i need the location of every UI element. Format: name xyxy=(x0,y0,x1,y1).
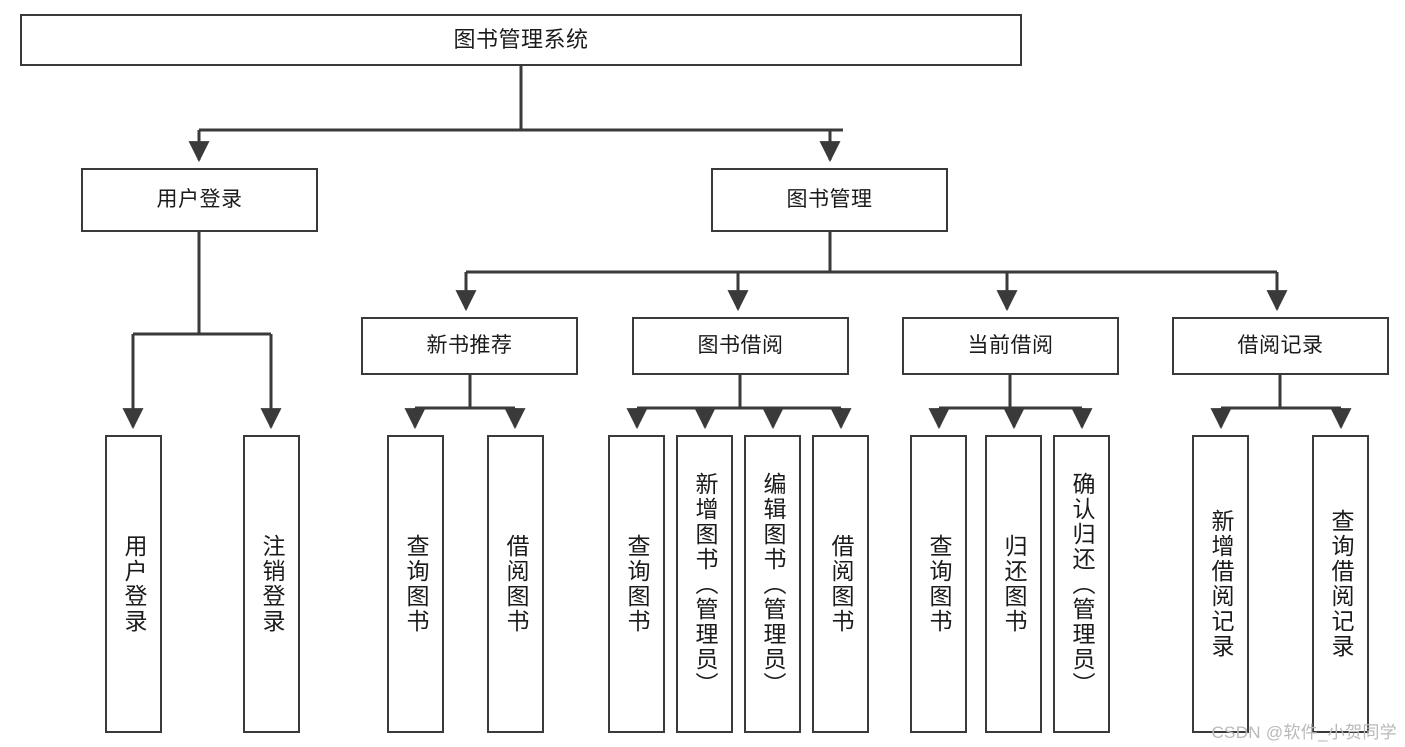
node-leaf-borrow-book-1-label: 借阅图书 xyxy=(503,534,529,634)
node-leaf-query-record[interactable]: 查询借阅记录 xyxy=(1312,435,1369,733)
node-leaf-add-record-label: 新增借阅记录 xyxy=(1208,509,1234,659)
node-book-manage-label: 图书管理 xyxy=(786,188,873,212)
node-borrow-record-label: 借阅记录 xyxy=(1237,334,1324,358)
node-leaf-user-login[interactable]: 用户登录 xyxy=(105,435,162,733)
node-new-book-recommend[interactable]: 新书推荐 xyxy=(361,317,578,375)
csdn-watermark: CSDN @软件_小贺同学 xyxy=(1211,723,1397,742)
node-borrow-record[interactable]: 借阅记录 xyxy=(1172,317,1389,375)
node-leaf-logout[interactable]: 注销登录 xyxy=(243,435,300,733)
node-leaf-query-book-1[interactable]: 查询图书 xyxy=(387,435,444,733)
node-book-borrow-label: 图书借阅 xyxy=(697,334,784,358)
node-current-borrow-label: 当前借阅 xyxy=(967,334,1054,358)
node-leaf-query-book-2[interactable]: 查询图书 xyxy=(608,435,665,733)
node-leaf-borrow-book-1[interactable]: 借阅图书 xyxy=(487,435,544,733)
node-leaf-return-book-label: 归还图书 xyxy=(1001,534,1027,634)
node-leaf-query-book-2-label: 查询图书 xyxy=(624,534,650,634)
node-leaf-add-record[interactable]: 新增借阅记录 xyxy=(1192,435,1249,733)
node-book-borrow[interactable]: 图书借阅 xyxy=(632,317,849,375)
node-user-login-label: 用户登录 xyxy=(156,188,243,212)
node-root[interactable]: 图书管理系统 xyxy=(20,14,1022,66)
node-leaf-add-book-label: 新增图书（管理员） xyxy=(692,471,718,697)
node-leaf-edit-book[interactable]: 编辑图书（管理员） xyxy=(744,435,801,733)
node-current-borrow[interactable]: 当前借阅 xyxy=(902,317,1119,375)
node-book-manage[interactable]: 图书管理 xyxy=(711,168,948,232)
node-leaf-add-book[interactable]: 新增图书（管理员） xyxy=(676,435,733,733)
node-new-book-recommend-label: 新书推荐 xyxy=(426,334,513,358)
node-user-login[interactable]: 用户登录 xyxy=(81,168,318,232)
node-leaf-confirm-return[interactable]: 确认归还（管理员） xyxy=(1053,435,1110,733)
node-leaf-query-book-3-label: 查询图书 xyxy=(926,534,952,634)
node-leaf-user-login-label: 用户登录 xyxy=(121,534,147,634)
node-leaf-logout-label: 注销登录 xyxy=(259,534,285,634)
node-leaf-return-book[interactable]: 归还图书 xyxy=(985,435,1042,733)
node-leaf-query-book-1-label: 查询图书 xyxy=(403,534,429,634)
node-leaf-edit-book-label: 编辑图书（管理员） xyxy=(760,471,786,697)
node-leaf-query-book-3[interactable]: 查询图书 xyxy=(910,435,967,733)
node-root-label: 图书管理系统 xyxy=(453,26,589,52)
node-leaf-confirm-return-label: 确认归还（管理员） xyxy=(1069,471,1095,697)
node-leaf-borrow-book-2[interactable]: 借阅图书 xyxy=(812,435,869,733)
node-leaf-borrow-book-2-label: 借阅图书 xyxy=(828,534,854,634)
node-leaf-query-record-label: 查询借阅记录 xyxy=(1328,509,1354,659)
